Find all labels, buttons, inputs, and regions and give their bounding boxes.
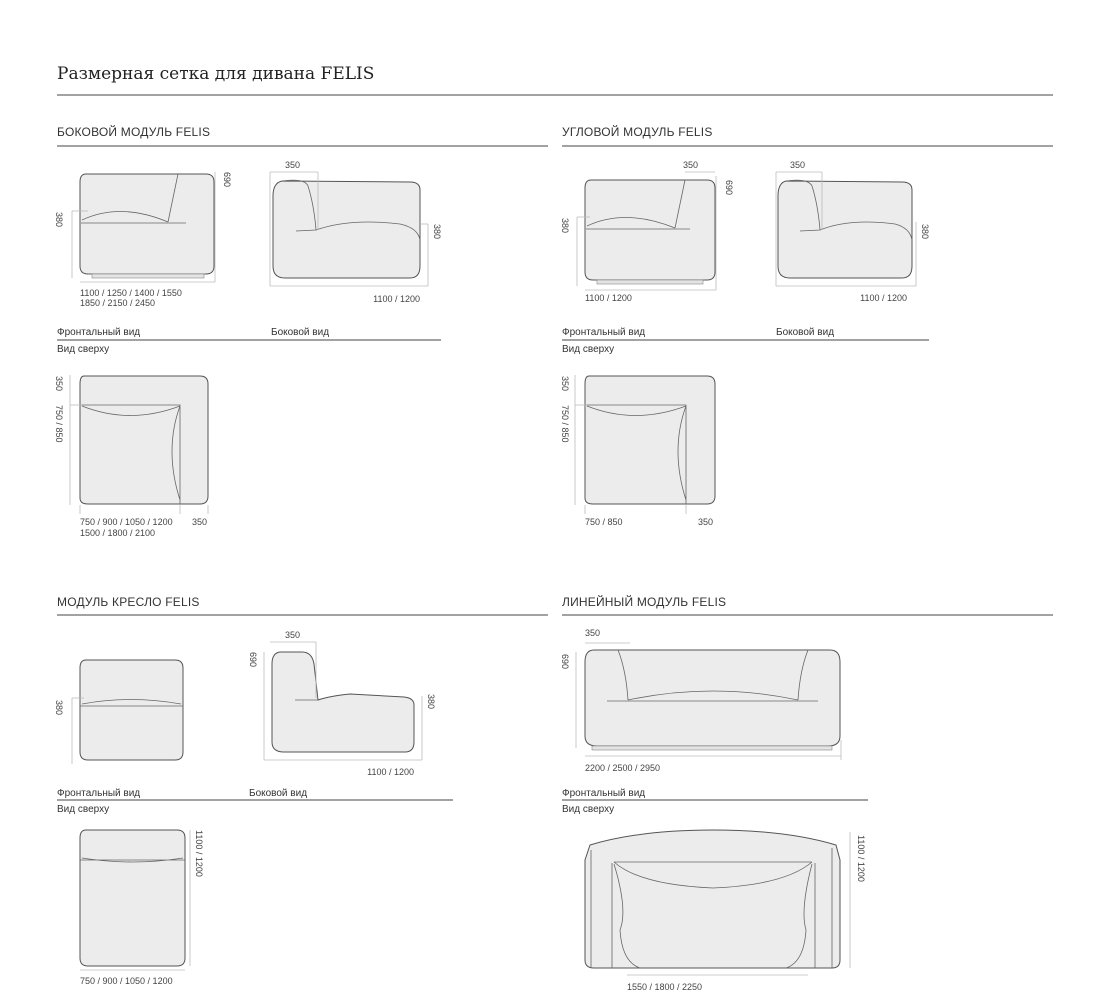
top-view-label: Вид сверху: [57, 804, 109, 815]
seat-height-dim: 380: [432, 224, 442, 239]
depth-dim: 1100 / 1200: [373, 294, 420, 304]
front-view-drawing: 380 690 1100 / 1250 / 1400 / 1550 1850 /…: [54, 172, 232, 308]
width-dim-2: 1500 / 1800 / 2100: [80, 528, 155, 538]
depth-dim: 750 / 850: [54, 405, 64, 443]
front-view-label: Фронтальный вид: [562, 788, 645, 799]
section-linear-module: ЛИНЕЙНЫЙ МОДУЛЬ FELIS 350 690 2200 / 250…: [560, 594, 1053, 992]
top-view-drawing: 1100 / 1200 1550 / 1800 / 2250: [584, 829, 866, 992]
front-view-drawing: 350 690 380 1100 / 1200: [560, 160, 734, 303]
width-dim: 1100 / 1250 / 1400 / 1550: [80, 288, 182, 298]
width-dim: 1100 / 1200: [585, 293, 632, 303]
width-dim: 750 / 900 / 1050 / 1200: [80, 517, 173, 527]
back-depth-dim: 350: [285, 160, 300, 170]
back-depth-dim: 350: [285, 630, 300, 640]
seat-height-dim: 380: [920, 224, 930, 239]
seat-height-dim: 380: [54, 212, 64, 227]
back-depth-dim: 350: [790, 160, 805, 170]
depth-dim: 750 / 850: [560, 405, 570, 443]
height-dim: 690: [724, 180, 734, 195]
page-title: Размерная сетка для дивана FELIS: [57, 64, 374, 84]
depth-dim: 1100 / 1200: [860, 293, 907, 303]
front-view-drawing: 380: [54, 659, 184, 764]
depth-dim: 1100 / 1200: [367, 767, 414, 777]
top-view-label: Вид сверху: [562, 344, 614, 355]
back-dim: 350: [560, 376, 570, 391]
side-view-drawing: 350 380 1100 / 1200: [269, 160, 442, 304]
depth-dim: 1100 / 1200: [194, 830, 204, 877]
arm-dim: 350: [698, 517, 713, 527]
width-dim: 1550 / 1800 / 2250: [627, 982, 702, 992]
front-view-label: Фронтальный вид: [562, 327, 645, 338]
side-view-drawing: 350 690 380 1100 / 1200: [248, 630, 436, 777]
section-side-module: БОКОВОЙ МОДУЛЬ FELIS 380 690 1100 / 1250…: [54, 124, 548, 538]
arm-dim: 350: [192, 517, 207, 527]
top-view-label: Вид сверху: [57, 344, 109, 355]
front-view-label: Фронтальный вид: [57, 327, 140, 338]
depth-dim: 1100 / 1200: [856, 835, 866, 882]
front-view-drawing: 350 690 2200 / 2500 / 2950: [560, 628, 842, 773]
side-view-label: Боковой вид: [249, 788, 307, 799]
seat-height-dim: 380: [426, 694, 436, 709]
section-heading: МОДУЛЬ КРЕСЛО FELIS: [57, 595, 200, 609]
side-view-label: Боковой вид: [271, 327, 329, 338]
top-view-drawing: 1100 / 1200 750 / 900 / 1050 / 1200: [79, 829, 204, 986]
top-view-drawing: 350 750 / 850 750 / 900 / 1050 / 1200 35…: [54, 375, 209, 538]
top-view-drawing: 350 750 / 850 750 / 850 350: [560, 375, 716, 527]
side-view-drawing: 350 380 1100 / 1200: [775, 160, 930, 303]
section-heading: ЛИНЕЙНЫЙ МОДУЛЬ FELIS: [562, 594, 726, 609]
height-dim: 690: [248, 652, 258, 667]
section-armchair-module: МОДУЛЬ КРЕСЛО FELIS 380 350 690 380 1100…: [54, 595, 548, 986]
section-heading: УГЛОВОЙ МОДУЛЬ FELIS: [562, 124, 713, 139]
back-dim: 350: [683, 160, 698, 170]
width-dim-2: 1850 / 2150 / 2450: [80, 298, 155, 308]
height-dim: 690: [560, 654, 570, 669]
arm-dim: 350: [585, 628, 600, 638]
seat-height-dim: 380: [560, 218, 570, 233]
width-dim: 750 / 900 / 1050 / 1200: [80, 976, 173, 986]
section-corner-module: УГЛОВОЙ МОДУЛЬ FELIS 350 690 380 1100 / …: [560, 124, 1053, 527]
front-view-label: Фронтальный вид: [57, 788, 140, 799]
height-dim: 690: [222, 172, 232, 187]
side-view-label: Боковой вид: [776, 327, 834, 338]
seat-height-dim: 380: [54, 700, 64, 715]
back-dim: 350: [54, 376, 64, 391]
section-heading: БОКОВОЙ МОДУЛЬ FELIS: [57, 124, 210, 139]
width-dim: 750 / 850: [585, 517, 623, 527]
top-view-label: Вид сверху: [562, 804, 614, 815]
width-dim: 2200 / 2500 / 2950: [585, 763, 660, 773]
